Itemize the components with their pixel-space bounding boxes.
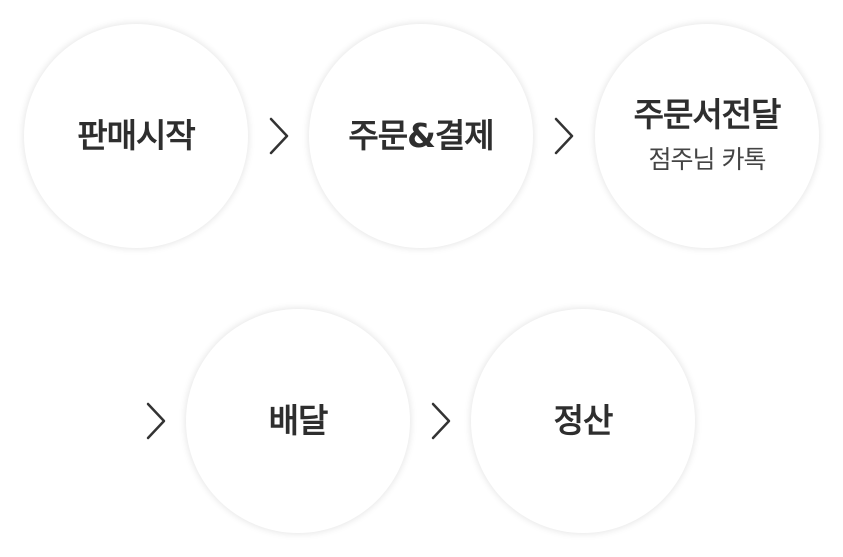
step-order-delivery: 주문서전달 점주님 카톡 xyxy=(595,24,819,248)
step-label: 정산 xyxy=(553,401,614,441)
step-delivery: 배달 xyxy=(186,309,410,533)
chevron-right-icon xyxy=(144,401,168,441)
step-label: 배달 xyxy=(268,401,329,441)
chevron-right-icon xyxy=(429,401,453,441)
step-label: 판매시작 xyxy=(77,116,195,156)
chevron-right-icon xyxy=(267,116,291,156)
step-sublabel: 점주님 카톡 xyxy=(648,144,767,174)
step-label: 주문서전달 xyxy=(633,95,782,135)
step-settlement: 정산 xyxy=(471,309,695,533)
step-order-payment: 주문&결제 xyxy=(309,24,533,248)
chevron-right-icon xyxy=(552,116,576,156)
step-label: 주문&결제 xyxy=(348,116,494,156)
step-sell-start: 판매시작 xyxy=(24,24,248,248)
